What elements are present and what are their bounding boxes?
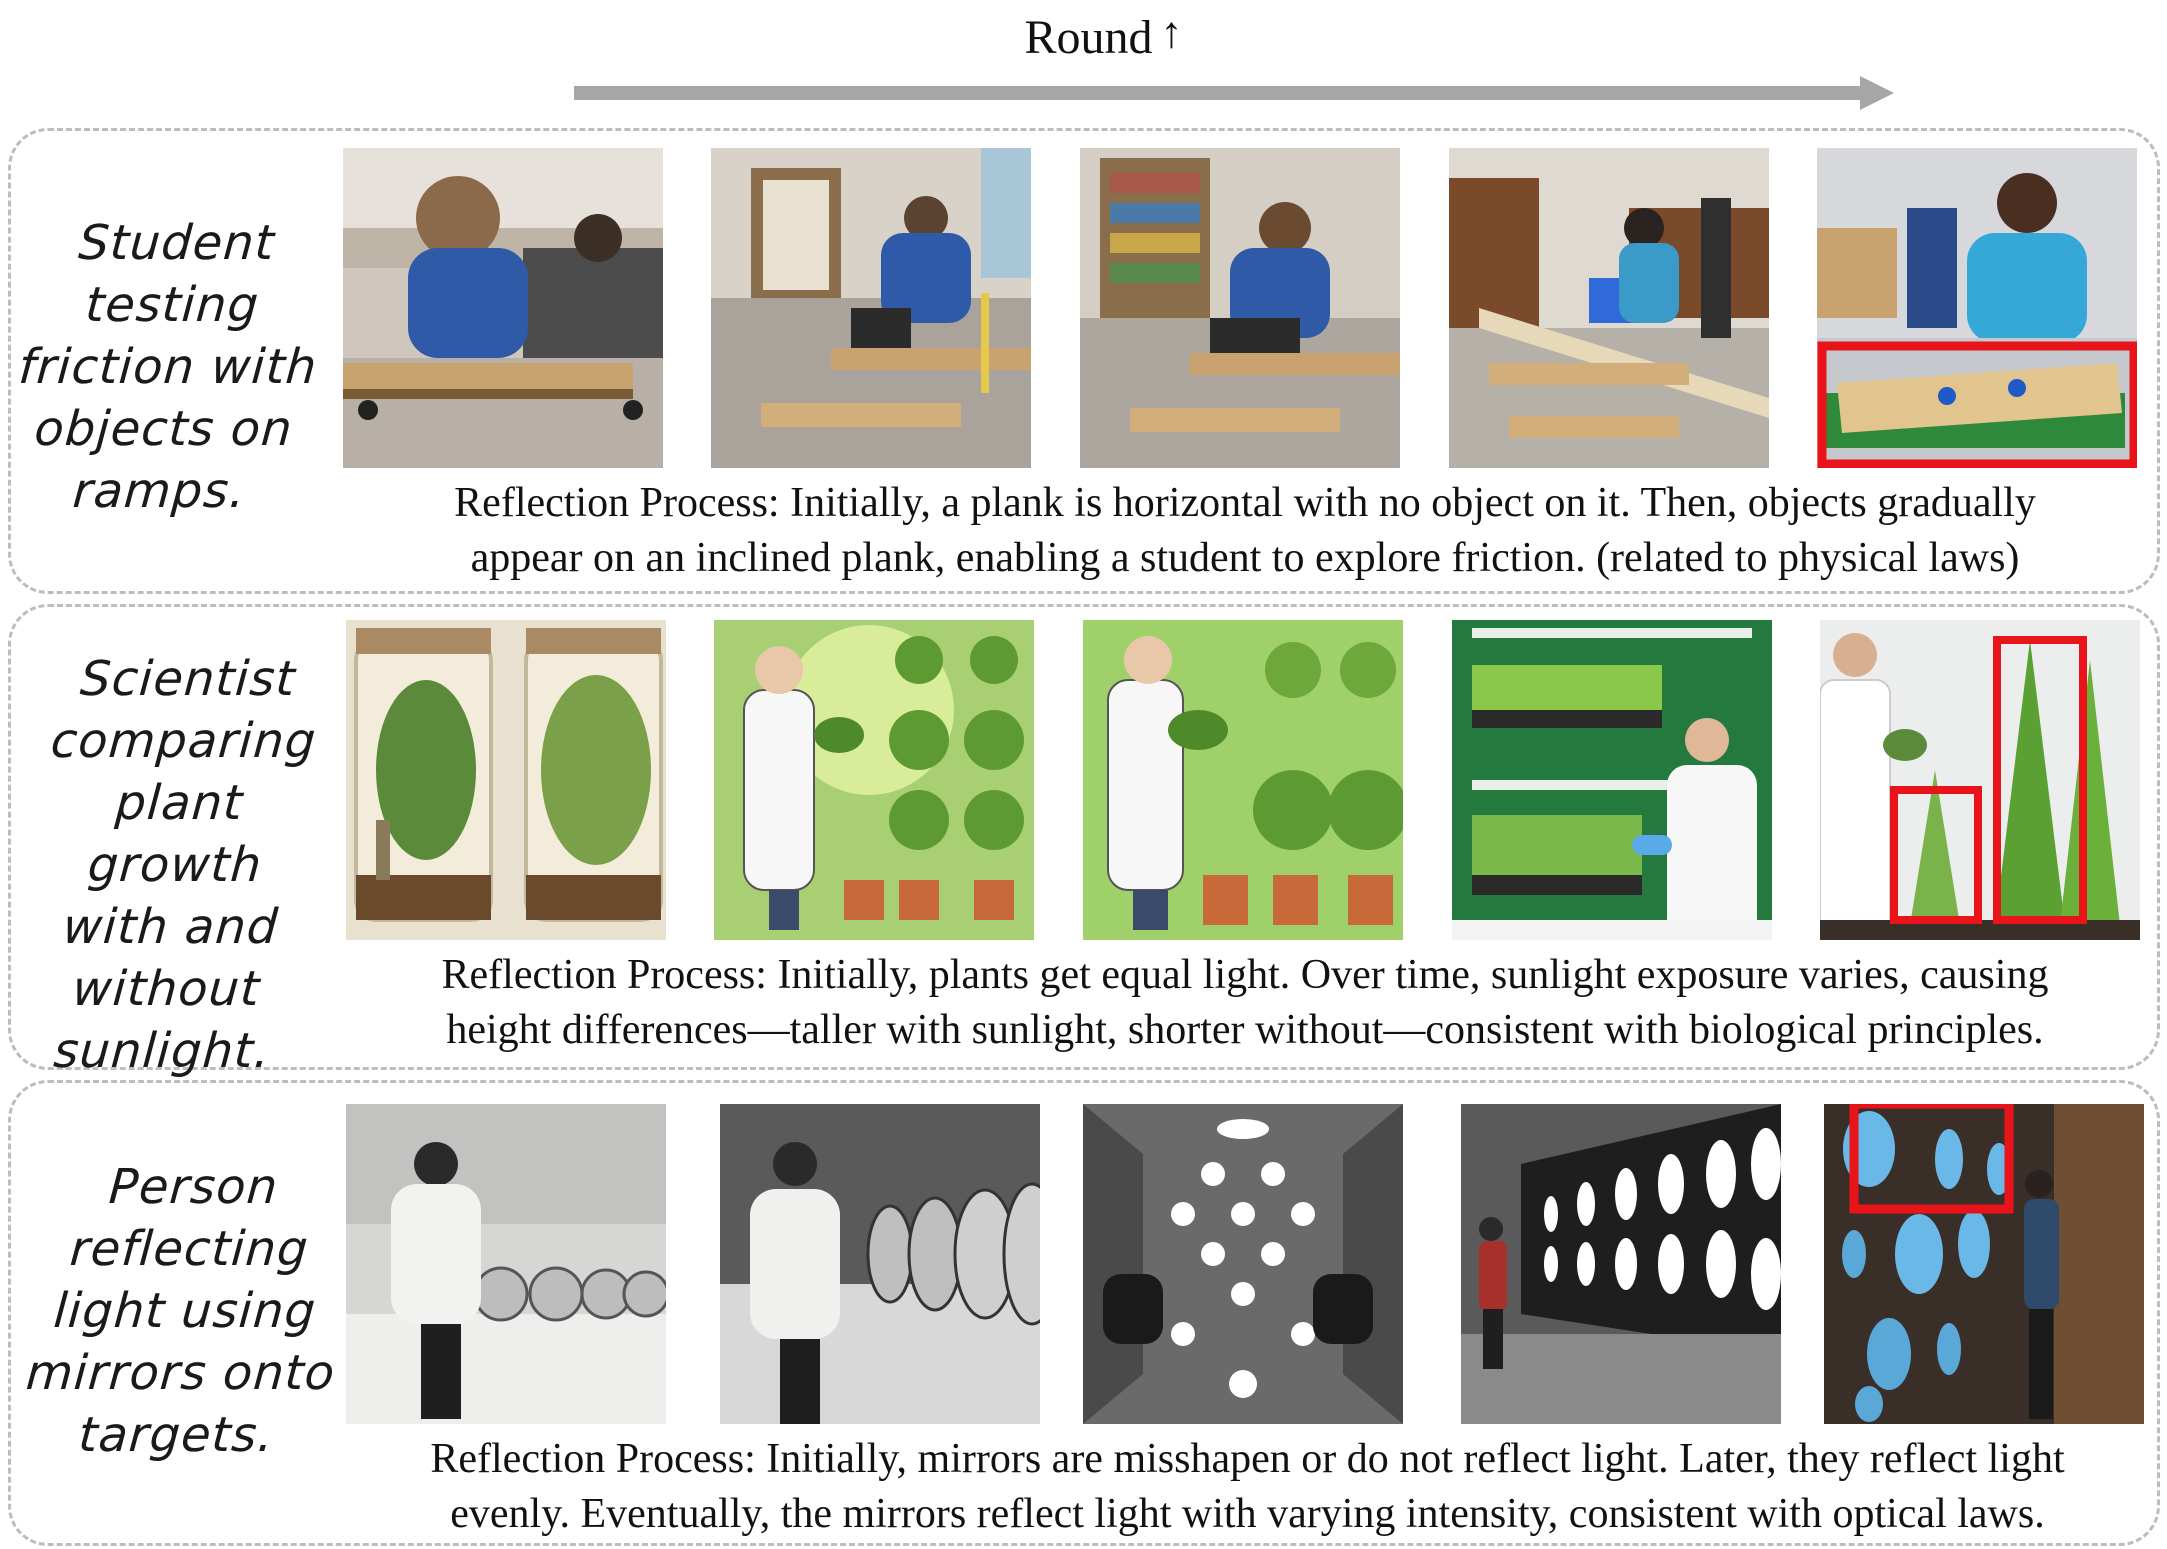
caption-line: Reflection Process: Initially, plants ge… [441, 952, 2049, 998]
row-label-line: friction with [16, 339, 320, 395]
frame-plant-growth-round-3 [1083, 620, 1403, 940]
plant-illustration-icon [1083, 620, 1403, 940]
row-label-line: Scientist [78, 651, 298, 707]
row-panel-plant-growth [8, 604, 2160, 1070]
row-label-line: ramps. [71, 463, 248, 519]
round-title-text: Round [1024, 11, 1153, 64]
frame-friction-round-3 [1080, 148, 1400, 468]
mirror-room-photo-icon [1824, 1104, 2144, 1424]
up-arrow-icon: ↑ [1160, 8, 1183, 57]
round-progress-arrow-icon [574, 76, 1894, 110]
row-label-line: comparing [49, 713, 319, 769]
row-panel-friction [8, 128, 2160, 594]
frame-plant-growth-round-4 [1452, 620, 1772, 940]
row-label-line: Student [76, 215, 277, 271]
row-label-line: light using [51, 1283, 319, 1339]
row-label-line: objects on [32, 401, 295, 457]
row-label-line: without [70, 961, 263, 1017]
caption-friction: Reflection Process: Initially, a plank i… [340, 476, 2150, 586]
row-label-line: reflecting [68, 1221, 311, 1277]
frame-mirrors-round-4 [1461, 1104, 1781, 1424]
frame-friction-round-1 [343, 148, 663, 468]
frame-mirrors-round-1 [346, 1104, 666, 1424]
frame-mirrors-round-2 [720, 1104, 1040, 1424]
plant-illustration-icon [1820, 620, 2140, 940]
frame-friction-round-5 [1817, 148, 2137, 468]
caption-mirrors: Reflection Process: Initially, mirrors a… [340, 1432, 2155, 1542]
classroom-photo-icon [1080, 148, 1400, 468]
frame-mirrors-round-3 [1083, 1104, 1403, 1424]
frame-mirrors-round-5 [1824, 1104, 2144, 1424]
row-label-line: targets. [76, 1407, 276, 1463]
plant-illustration-icon [714, 620, 1034, 940]
mirror-room-photo-icon [1461, 1104, 1781, 1424]
mirror-room-photo-icon [1083, 1104, 1403, 1424]
row-label-mirrors: Person reflecting light using mirrors on… [19, 1156, 351, 1466]
classroom-photo-icon [1449, 148, 1769, 468]
frame-plant-growth-round-1 [346, 620, 666, 940]
caption-line: height differences—taller with sunlight,… [446, 1007, 2044, 1053]
caption-line: evenly. Eventually, the mirrors reflect … [450, 1491, 2045, 1537]
classroom-photo-icon [343, 148, 663, 468]
plant-illustration-icon [1452, 620, 1772, 940]
frame-plant-growth-round-5 [1820, 620, 2140, 940]
frame-friction-round-2 [711, 148, 1031, 468]
frame-plant-growth-round-2 [714, 620, 1034, 940]
mirror-room-photo-icon [720, 1104, 1040, 1424]
row-label-line: with and [61, 899, 281, 955]
frame-friction-round-4 [1449, 148, 1769, 468]
row-label-line: plant growth [85, 775, 264, 893]
classroom-photo-icon [711, 148, 1031, 468]
row-label-plant-growth: Scientist comparing plant growth with an… [5, 648, 345, 1082]
row-label-line: mirrors onto [24, 1345, 338, 1401]
caption-line: Reflection Process: Initially, a plank i… [454, 480, 2036, 526]
classroom-photo-icon [1817, 148, 2137, 468]
plant-illustration-icon [346, 620, 666, 940]
caption-line: Reflection Process: Initially, mirrors a… [430, 1436, 2065, 1482]
row-label-line: testing [83, 277, 261, 333]
mirror-room-photo-icon [346, 1104, 666, 1424]
row-label-line: sunlight. [51, 1023, 273, 1079]
caption-line: appear on an inclined plank, enabling a … [470, 535, 2020, 581]
row-panel-mirrors [8, 1080, 2160, 1546]
row-label-line: Person [107, 1159, 281, 1215]
round-title: Round↑ [0, 8, 2167, 69]
caption-plant-growth: Reflection Process: Initially, plants ge… [340, 948, 2150, 1058]
row-label-friction: Student testing friction with objects on… [7, 212, 329, 522]
